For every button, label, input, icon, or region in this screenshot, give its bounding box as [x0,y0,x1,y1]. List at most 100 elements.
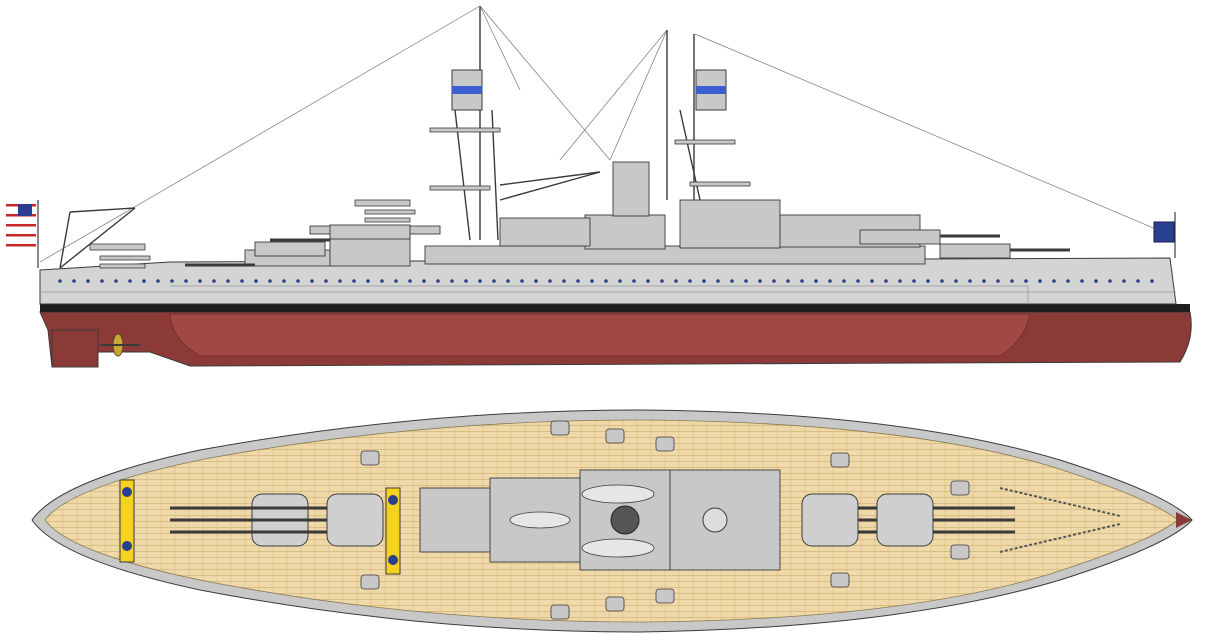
porthole [72,279,76,283]
porthole [338,279,342,283]
plan-view [31,409,1193,633]
casemate-gun [605,596,625,612]
plan-turret [326,493,384,547]
porthole [982,279,986,283]
porthole [996,279,1000,283]
masts [454,6,701,241]
porthole [884,279,888,283]
porthole [352,279,356,283]
porthole [198,279,202,283]
profile-view [6,5,1192,368]
porthole [520,279,524,283]
biplane-icon [119,479,135,563]
porthole [240,279,244,283]
rudder [51,329,99,368]
boot-topping [40,304,1190,312]
porthole [702,279,706,283]
porthole [142,279,146,283]
porthole [814,279,818,283]
boat-crane [499,171,601,201]
porthole [758,279,762,283]
porthole [716,279,720,283]
flag-stripe [6,234,36,237]
casemate-gun [605,428,625,444]
porthole [100,279,104,283]
flag-stripe [6,239,36,242]
porthole [268,279,272,283]
porthole [632,279,636,283]
porthole [1080,279,1084,283]
porthole [254,279,258,283]
porthole [1024,279,1028,283]
porthole [870,279,874,283]
casemate-gun [655,436,675,452]
flag-stripe [6,224,36,227]
plan-bow-tip [1176,512,1192,528]
porthole [842,279,846,283]
porthole [1122,279,1126,283]
turret-fwd-lower [939,243,1011,259]
porthole [646,279,650,283]
biplane-icon [89,243,151,269]
biplane-icon [354,199,416,223]
turret-aft-upper [329,224,411,240]
aircraft-crane [59,207,136,269]
biplane-icon [385,487,401,575]
plan-aft-deck [419,487,491,553]
porthole [772,279,776,283]
porthole [912,279,916,283]
porthole [856,279,860,283]
porthole [590,279,594,283]
porthole [828,279,832,283]
porthole [156,279,160,283]
porthole [604,279,608,283]
casemate-gun [360,450,380,466]
fire-control-tops [451,69,727,111]
porthole [786,279,790,283]
casemate-gun [550,604,570,620]
porthole [618,279,622,283]
porthole [1150,279,1154,283]
turrets-profile [254,224,1011,259]
anchor-chains [999,487,1121,553]
porthole [562,279,566,283]
casemate-gun [360,574,380,590]
ships-boats [509,484,655,558]
us-flag-icon [6,200,39,268]
porthole [660,279,664,283]
porthole [478,279,482,283]
rigging-wires [39,5,1171,263]
casemate-gun [550,420,570,436]
porthole [226,279,230,283]
us-jack-icon [1153,212,1176,258]
porthole [184,279,188,283]
flag-stripe [6,229,36,232]
porthole [954,279,958,283]
porthole [114,279,118,283]
porthole [1136,279,1140,283]
porthole [968,279,972,283]
funnel [612,161,650,217]
porthole [86,279,90,283]
casemate-gun [950,544,970,560]
turret-aft-lower [254,241,326,257]
porthole [492,279,496,283]
porthole [1052,279,1056,283]
midship-deckhouse [424,245,926,265]
porthole [450,279,454,283]
torpedo-bulge [169,313,1031,357]
porthole [1038,279,1042,283]
porthole [58,279,62,283]
plan-turrets [170,493,1015,547]
casemate-gun [655,588,675,604]
boat-deck [499,217,591,247]
porthole [436,279,440,283]
porthole [534,279,538,283]
gun-barrels-profile [185,234,1070,267]
casemate-gun [950,480,970,496]
plan-turret [876,493,934,547]
turret-fwd-upper [859,229,941,245]
porthole [576,279,580,283]
porthole [674,279,678,283]
